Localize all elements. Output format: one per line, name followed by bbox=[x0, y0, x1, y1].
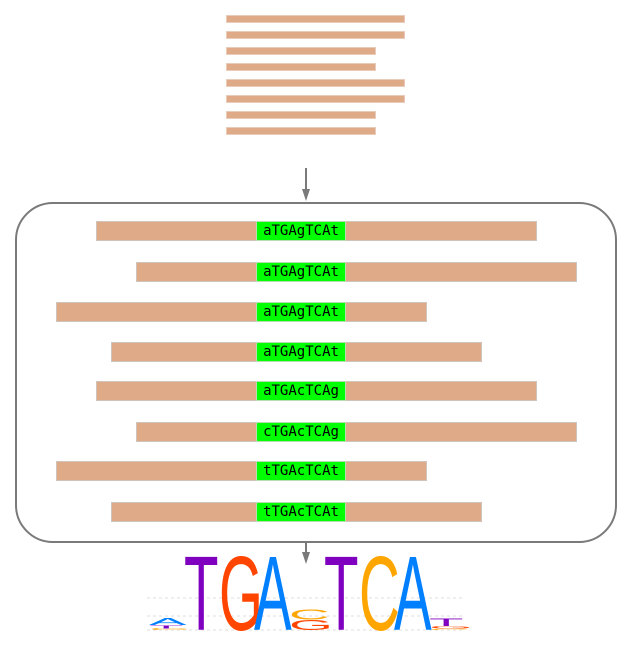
logo-letter-C: C bbox=[359, 548, 400, 638]
arrow-down-icon bbox=[302, 189, 310, 201]
aligned-read bbox=[136, 262, 577, 282]
motif-highlight: aTGAgTCAt bbox=[256, 262, 346, 282]
motif-highlight: aTGAgTCAt bbox=[256, 221, 346, 241]
motif-highlight: tTGAcTCAt bbox=[256, 502, 346, 522]
logo-letter-A: A bbox=[394, 548, 432, 638]
logo-letter-A: A bbox=[254, 548, 292, 638]
unaligned-read bbox=[226, 63, 376, 71]
motif-highlight: aTGAcTCAg bbox=[256, 381, 346, 401]
logo-letter-C: C bbox=[149, 628, 190, 631]
logo-letter-G: G bbox=[289, 617, 333, 633]
unaligned-read bbox=[226, 79, 405, 87]
unaligned-read bbox=[226, 31, 405, 39]
unaligned-read bbox=[226, 47, 376, 55]
logo-letter-T: T bbox=[324, 548, 358, 638]
logo-letter-C: C bbox=[289, 606, 330, 622]
logo-letter-G: G bbox=[219, 548, 263, 638]
logo-letter-C: C bbox=[429, 628, 470, 630]
arrow-down-icon bbox=[302, 552, 310, 564]
unaligned-read bbox=[226, 15, 405, 23]
alignment-box bbox=[15, 202, 617, 543]
logo-letter-T: T bbox=[184, 548, 218, 638]
logo-gridlines bbox=[147, 597, 464, 631]
motif-highlight: cTGAcTCAg bbox=[256, 422, 346, 442]
aligned-read bbox=[56, 461, 427, 481]
unaligned-read bbox=[226, 127, 376, 135]
motif-highlight: aTGAgTCAt bbox=[256, 302, 346, 322]
logo-letter-G: G bbox=[429, 625, 470, 629]
logo-letter-T: T bbox=[149, 624, 183, 629]
motif-highlight: aTGAgTCAt bbox=[256, 342, 346, 362]
logo-letter-T: T bbox=[429, 616, 463, 629]
unaligned-read bbox=[226, 95, 405, 103]
unaligned-read bbox=[226, 111, 376, 119]
motif-highlight: tTGAcTCAt bbox=[256, 461, 346, 481]
arrow-down-line bbox=[305, 168, 307, 190]
arrow-down-line bbox=[305, 543, 307, 553]
aligned-read bbox=[136, 422, 577, 442]
logo-letter-A: A bbox=[149, 616, 187, 627]
aligned-read bbox=[56, 302, 427, 322]
